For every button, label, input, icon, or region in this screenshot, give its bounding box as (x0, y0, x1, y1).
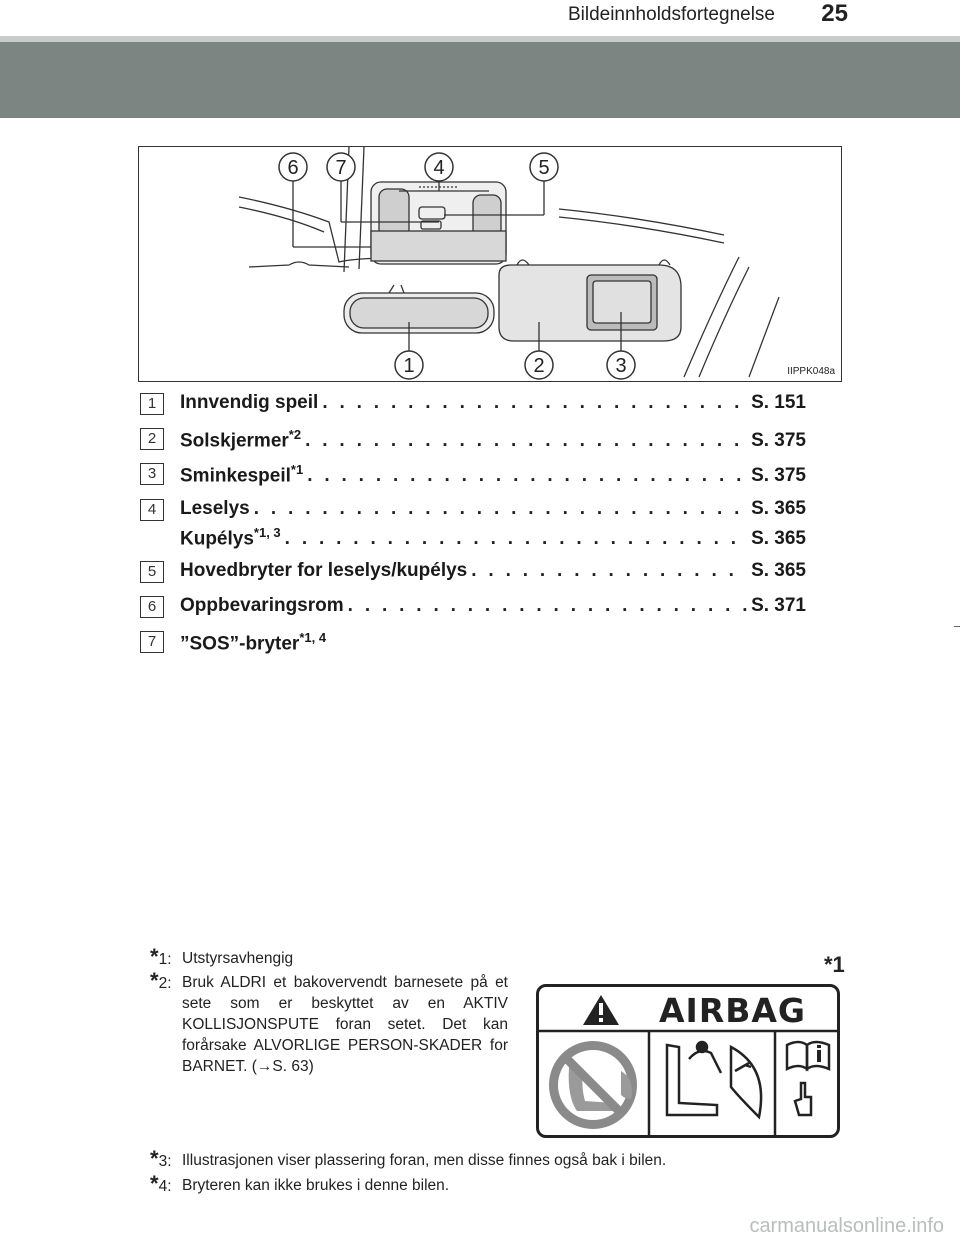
callout-label-4: 4 (433, 157, 444, 179)
watermark: carmanualsonline.info (749, 1215, 944, 1237)
index-entry: Oppbevaringsrom S. 371 (180, 595, 806, 617)
footnote-text: Bruk ALDRI et bakovervendt barnesete på … (182, 974, 508, 1075)
footnote-2: *2: Bruk ALDRI et bakovervendt barnesete… (150, 968, 508, 1076)
callout-label-3: 3 (615, 355, 626, 377)
callout-1 (394, 350, 424, 380)
page-ref[interactable]: S. 365 (751, 560, 806, 581)
page-ref[interactable]: S. 371 (751, 595, 806, 616)
airbag-warning-label: AIRBAG (536, 984, 840, 1138)
item-number: 6 (140, 596, 164, 618)
index-entry: Solskjermer*2 S. 375 (180, 427, 806, 452)
item-number: 7 (140, 631, 164, 653)
read-manual-icon (785, 1040, 831, 1117)
item-number: 4 (140, 499, 164, 521)
warning-triangle-icon (583, 995, 619, 1025)
page-ref[interactable]: S. 375 (751, 465, 806, 487)
callout-label-6: 6 (287, 157, 298, 179)
page-ref[interactable]: S. 375 (751, 430, 806, 452)
entry-label: Leselys (180, 498, 250, 519)
footnote-mark: 2 (158, 975, 168, 992)
item-number: 1 (140, 393, 164, 415)
index-entry: Hovedbryter for leselys/kupélys S. 365 (180, 560, 806, 582)
footnote-text: Illustrasjonen viser plassering foran, m… (182, 1152, 667, 1169)
seat-airbag-icon (665, 1040, 763, 1120)
page-ref[interactable]: S. 365 (751, 498, 806, 519)
callout-2 (524, 350, 554, 380)
entry-label: Sminkespeil (180, 465, 291, 487)
page-ref[interactable]: S. 151 (751, 392, 806, 413)
index-entry: Kupélys*1, 3 S. 365 (180, 525, 806, 550)
footnote-3: *3: Illustrasjonen viser plassering fora… (150, 1146, 667, 1171)
entry-label: Innvendig speil (180, 392, 319, 413)
footnote-4: *4: Bryteren kan ikke brukes i denne bil… (150, 1171, 450, 1196)
callout-3 (606, 350, 636, 380)
header-rule (0, 36, 960, 42)
entry-label: Kupélys (180, 528, 254, 550)
footnote-mark: 4 (158, 1178, 168, 1195)
page-number: 25 (821, 0, 848, 27)
callout-label-5: 5 (538, 157, 549, 179)
index-entry: Leselys S. 365 (180, 498, 806, 520)
index-entry: ”SOS”-bryter*1, 4 (180, 630, 806, 655)
no-child-seat-icon (549, 1041, 637, 1129)
callout-label-1: 1 (403, 355, 414, 377)
callout-label-7: 7 (335, 157, 346, 179)
callout-5 (529, 152, 559, 182)
entry-label: Hovedbryter for leselys/kupélys (180, 560, 468, 581)
overhead-console-drawing: 6 7 4 5 1 2 3 (238, 147, 780, 380)
page-header: Bildeinnholdsfortegnelse 25 (0, 0, 960, 36)
footnote-ref: *1, 4 (299, 630, 327, 645)
footnote-mark: 3 (158, 1153, 168, 1170)
item-number: 3 (140, 463, 164, 485)
edge-tick (954, 626, 960, 627)
section-title: Bildeinnholdsfortegnelse (567, 4, 775, 25)
figure-code: IIPPK048a (787, 366, 835, 377)
callout-label-2: 2 (533, 355, 544, 377)
index-entry: Innvendig speil S. 151 (180, 392, 806, 414)
entry-label: ”SOS”-bryter (180, 633, 300, 655)
footnote-1: *1: Utstyrsavhengig (150, 944, 294, 969)
gray-band (0, 42, 960, 118)
airbag-label-graphic (539, 995, 837, 1135)
index-entry: Sminkespeil*1 S. 375 (180, 462, 806, 487)
page-ref[interactable]: S. 365 (751, 528, 806, 550)
footnote-mark: 1 (158, 951, 168, 968)
callout-4 (424, 152, 454, 182)
item-number: 2 (140, 428, 164, 450)
airbag-word: AIRBAG (659, 991, 807, 1030)
footnote-ref: *2 (288, 427, 302, 442)
callout-6 (278, 152, 308, 182)
entry-label: Oppbevaringsrom (180, 595, 344, 616)
airbag-note-mark: *1 (824, 952, 845, 977)
footnote-ref: *1, 3 (253, 525, 281, 540)
callout-7 (326, 152, 356, 182)
item-number: 5 (140, 561, 164, 583)
interior-illustration: 6 7 4 5 1 2 3 IIPPK048a (138, 146, 842, 382)
footnote-text: Utstyrsavhengig (182, 950, 294, 967)
footnote-text: Bryteren kan ikke brukes i denne bilen. (182, 1177, 450, 1194)
entry-label: Solskjermer (180, 430, 289, 452)
footnote-ref: *1 (290, 462, 304, 477)
